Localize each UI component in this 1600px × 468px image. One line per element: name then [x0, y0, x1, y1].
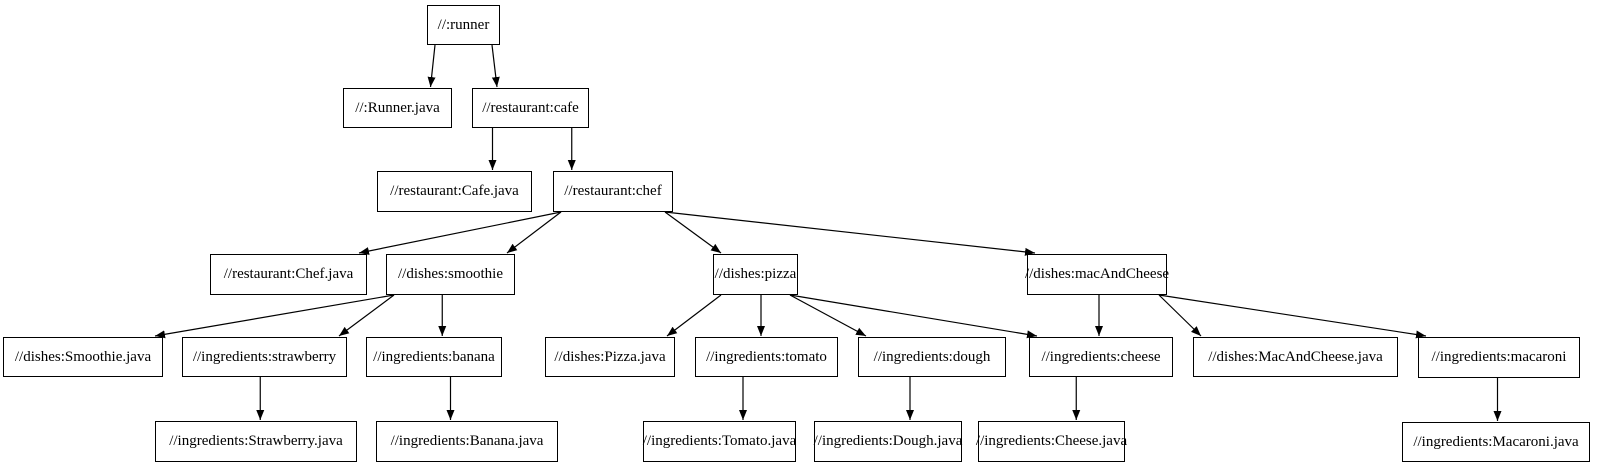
edge-smoothie-smoothie_java: [154, 294, 395, 339]
graph-node-banana_java: //ingredients:Banana.java: [376, 421, 558, 462]
graph-node-cafe_java: //restaurant:Cafe.java: [377, 171, 532, 212]
edge-chef-chef_java: [358, 211, 562, 255]
edge-chef-smoothie: [506, 211, 562, 254]
graph-node-strawberry_java: //ingredients:Strawberry.java: [155, 421, 357, 462]
graph-node-pizza: //dishes:pizza: [713, 254, 798, 295]
graph-node-macaroni_java: //ingredients:Macaroni.java: [1402, 422, 1590, 462]
graph-node-macandcheese: //dishes:macAndCheese: [1025, 254, 1169, 295]
edge-pizza-dough: [789, 294, 867, 337]
graph-node-chef_java: //restaurant:Chef.java: [210, 254, 367, 295]
graph-node-chef: //restaurant:chef: [553, 171, 673, 212]
graph-node-runner_java: //:Runner.java: [343, 88, 452, 128]
graph-node-macaroni: //ingredients:macaroni: [1418, 337, 1580, 378]
graph-node-banana: //ingredients:banana: [366, 337, 502, 377]
edge-macandcheese-macandcheese_java: [1158, 294, 1202, 337]
graph-node-cheese_java: //ingredients:Cheese.java: [976, 421, 1127, 462]
graph-node-tomato: //ingredients:tomato: [695, 337, 838, 377]
edge-runner-runner_java: [427, 44, 436, 88]
graph-node-runner: //:runner: [427, 5, 500, 45]
graph-node-smoothie: //dishes:smoothie: [386, 254, 515, 295]
graph-node-dough: //ingredients:dough: [858, 337, 1006, 377]
graph-node-pizza_java: //dishes:Pizza.java: [545, 337, 675, 377]
graph-node-tomato_java: //ingredients:Tomato.java: [643, 421, 796, 462]
graph-node-cafe: //restaurant:cafe: [472, 88, 589, 128]
edge-chef-macandcheese: [664, 211, 1036, 256]
edge-runner-cafe: [491, 44, 500, 88]
edge-pizza-pizza_java: [666, 294, 722, 337]
edge-macandcheese-macaroni: [1158, 294, 1427, 339]
graph-node-cheese: //ingredients:cheese: [1029, 337, 1173, 377]
edge-chef-pizza: [664, 211, 722, 254]
graph-node-macandcheese_java: //dishes:MacAndCheese.java: [1193, 337, 1398, 377]
graph-node-strawberry: //ingredients:strawberry: [182, 337, 347, 377]
edge-smoothie-strawberry: [338, 294, 395, 337]
edge-pizza-cheese: [789, 294, 1038, 339]
graph-node-smoothie_java: //dishes:Smoothie.java: [3, 337, 163, 377]
graph-node-dough_java: //ingredients:Dough.java: [814, 421, 962, 462]
